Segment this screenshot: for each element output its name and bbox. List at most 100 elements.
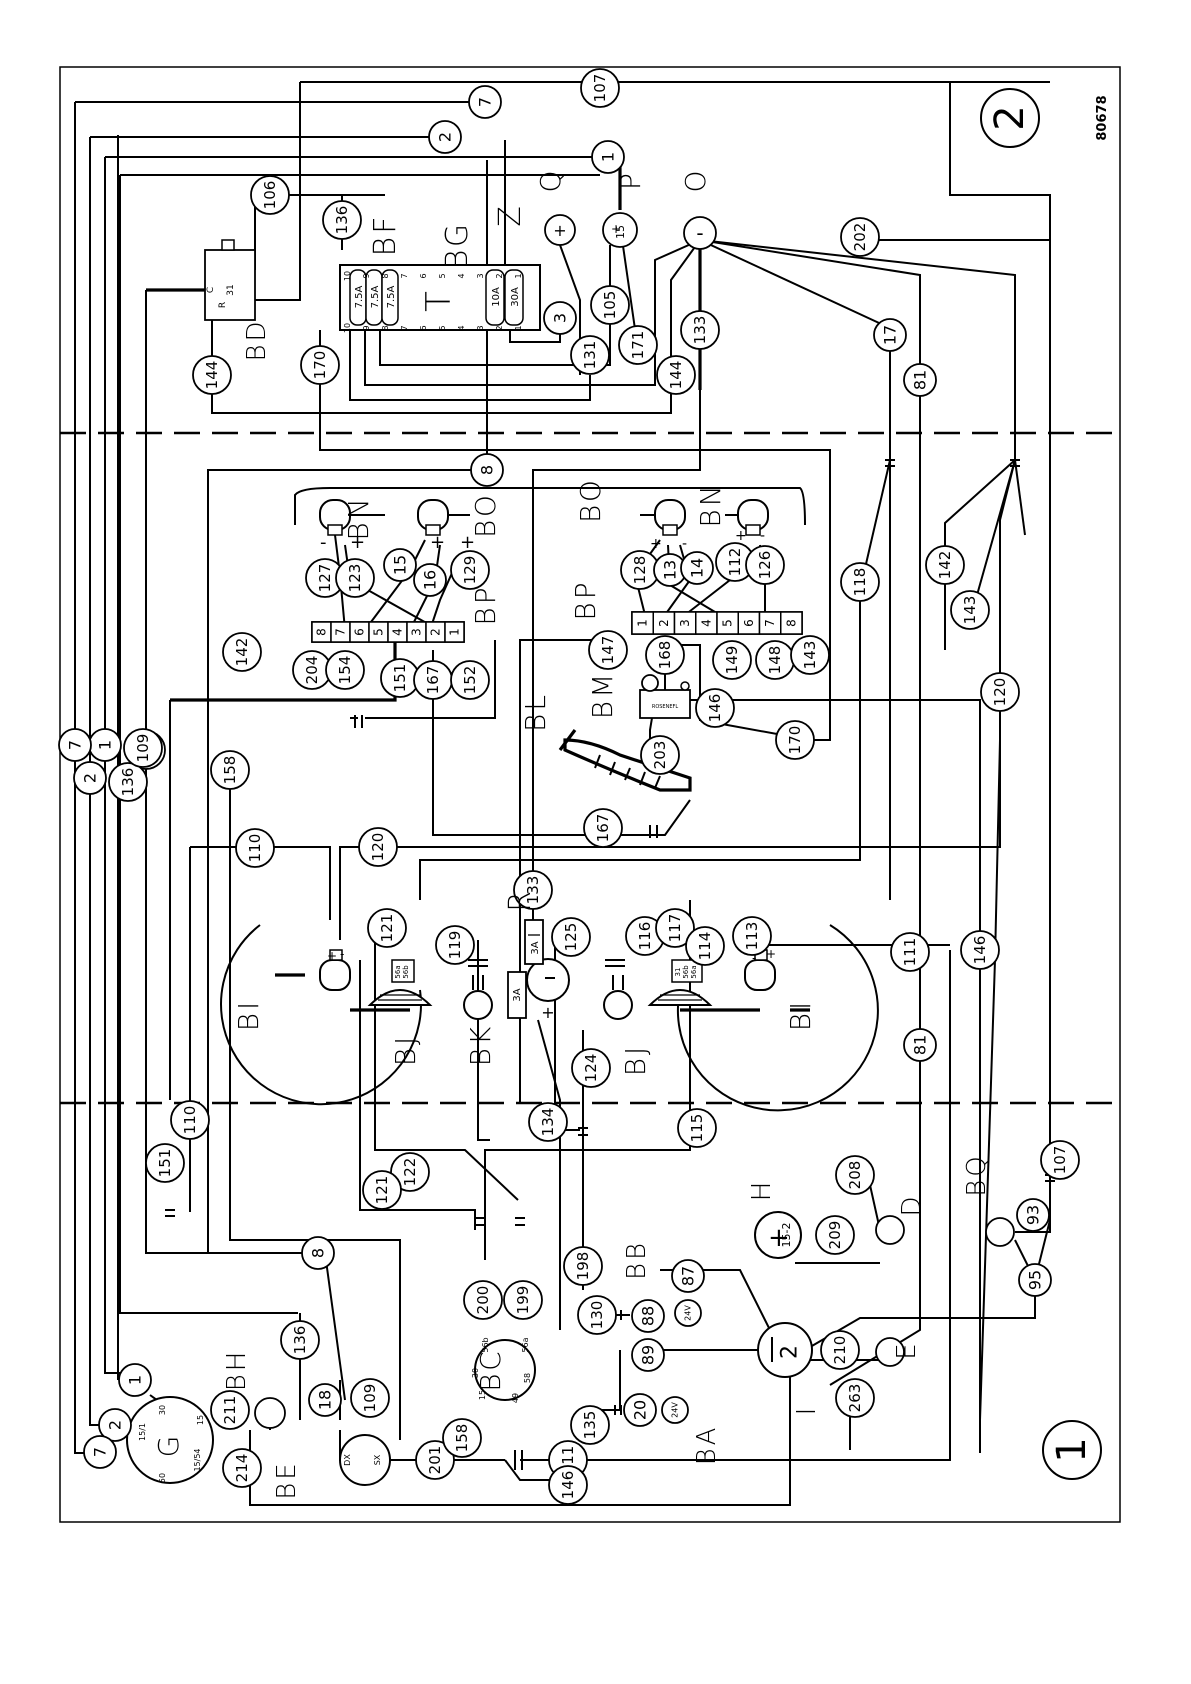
component-label-bp: BP — [469, 584, 502, 625]
svg-text:122: 122 — [401, 1158, 419, 1187]
svg-text:120: 120 — [991, 678, 1009, 707]
fuse-slot-2: 2 — [495, 273, 504, 278]
component-label-bl: BL — [519, 692, 552, 732]
svg-text:144: 144 — [667, 361, 685, 390]
wire-label-146-19: 146 — [548, 1465, 588, 1505]
component-label-i: I — [792, 1405, 822, 1416]
wire-label-111: 111 — [890, 932, 930, 972]
wire-label-2-3: 2 — [73, 761, 107, 795]
wire-label-81-23: 81 — [903, 1028, 937, 1062]
wire-label-168: 168 — [645, 635, 685, 675]
fuse-slot-1: 1 — [514, 325, 523, 330]
bp-terminal-5: 5 — [372, 628, 386, 636]
svg-text:1: 1 — [96, 740, 115, 750]
lamp-right-56b: 56b — [682, 965, 690, 979]
fuse-slot-7: 7 — [400, 273, 409, 278]
wire-label-147: 147 — [588, 630, 628, 670]
component-label-bj-4: BJ — [619, 1044, 652, 1077]
svg-text:136: 136 — [119, 768, 137, 797]
svg-text:-: - — [320, 532, 327, 553]
wire-label-8-11: 8 — [301, 1236, 335, 1270]
bp-terminal-7: 7 — [334, 628, 348, 636]
svg-text:7: 7 — [91, 1447, 110, 1457]
svg-text:209: 209 — [826, 1221, 844, 1250]
bd-pin-r: R — [218, 302, 228, 308]
svg-text:198: 198 — [574, 1252, 592, 1281]
bc-pin-58: 58 — [523, 1373, 532, 1383]
svg-text:116: 116 — [636, 922, 654, 951]
wire-label-109-5: 109 — [123, 728, 163, 768]
component-label-o: O — [679, 167, 712, 192]
svg-text:7: 7 — [476, 97, 495, 107]
svg-text:89: 89 — [639, 1345, 658, 1365]
wire-label-136-1: 136 — [108, 762, 148, 802]
svg-text:118: 118 — [851, 568, 869, 597]
svg-text:201: 201 — [426, 1446, 444, 1475]
wire-label-105: 105 — [590, 285, 630, 325]
svg-text:126: 126 — [756, 551, 774, 580]
wire-label-117: 117 — [655, 908, 695, 948]
be-pin-sx: SX — [373, 1454, 382, 1465]
component-label-bn: BN — [342, 495, 375, 540]
svg-text:107: 107 — [591, 74, 609, 103]
svg-text:-: - — [752, 951, 756, 965]
component-label-bq: BQ — [962, 1153, 992, 1197]
lamp-right-56a: 56a — [690, 965, 698, 978]
component-label-t: T — [419, 288, 459, 312]
bp-terminal-2: 2 — [429, 628, 443, 636]
fuse-slot-5: 5 — [438, 325, 447, 330]
wire-label-198: 198 — [563, 1246, 603, 1286]
wire-label-14: 14 — [680, 551, 714, 585]
svg-text:109: 109 — [134, 734, 152, 763]
fuse-slot-6: 6 — [419, 325, 428, 330]
svg-text:3: 3 — [551, 313, 570, 323]
wire-label-152: 152 — [450, 660, 490, 700]
wire-label-158-12: 158 — [442, 1418, 482, 1458]
wire-label-107: 107 — [580, 68, 620, 108]
wire-label-146-22: 146 — [960, 930, 1000, 970]
component-i-battery: 2 — [757, 1322, 813, 1378]
svg-text:167: 167 — [424, 666, 442, 695]
component-label-p: P — [614, 170, 647, 190]
svg-text:263: 263 — [846, 1384, 864, 1413]
component-bh-lamp — [254, 1397, 286, 1429]
svg-text:151: 151 — [391, 664, 409, 693]
wire-label-170: 170 — [300, 345, 340, 385]
svg-text:199: 199 — [514, 1286, 532, 1315]
svg-text:134: 134 — [539, 1108, 557, 1137]
wire-label-142-24: 142 — [925, 545, 965, 585]
fuse-1-rating: 7.5A — [354, 285, 365, 308]
wire-label-124: 124 — [571, 1048, 611, 1088]
svg-text:+: + — [766, 947, 776, 961]
bp-terminal-6: 6 — [353, 628, 367, 636]
bc-pin-30: 30 — [471, 1368, 480, 1378]
component-label-bb: BB — [622, 1240, 652, 1280]
svg-text:143: 143 — [801, 641, 819, 670]
lamp-left-56a: 56a — [394, 965, 402, 978]
wire-label-109-10: 109 — [350, 1378, 390, 1418]
g-pin-15-1: 15/1 — [138, 1423, 147, 1441]
wire-label-121-15: 121 — [362, 1170, 402, 1210]
wire-label-7-9: 7 — [83, 1435, 117, 1469]
svg-text:20: 20 — [631, 1400, 650, 1420]
wire-label-87: 87 — [671, 1259, 705, 1293]
bc-pin-56a: 56a — [521, 1337, 530, 1352]
svg-text:110: 110 — [181, 1106, 199, 1135]
svg-text:8: 8 — [478, 465, 497, 475]
wire-label-13: 13 — [653, 553, 687, 587]
wire-label-133-21: 133 — [513, 870, 553, 910]
wire-label-16: 16 — [413, 563, 447, 597]
component-label-bj: BJ — [389, 1034, 422, 1067]
component-label-bd: BD — [242, 318, 272, 361]
g-pin-15-54: 15/54 — [193, 1448, 202, 1471]
wire-label-114: 114 — [685, 926, 725, 966]
terminal-o — [683, 216, 717, 250]
wire-label-126: 126 — [745, 545, 785, 585]
wire-label-133: 133 — [680, 310, 720, 350]
fuse-slot-2: 2 — [495, 325, 504, 330]
